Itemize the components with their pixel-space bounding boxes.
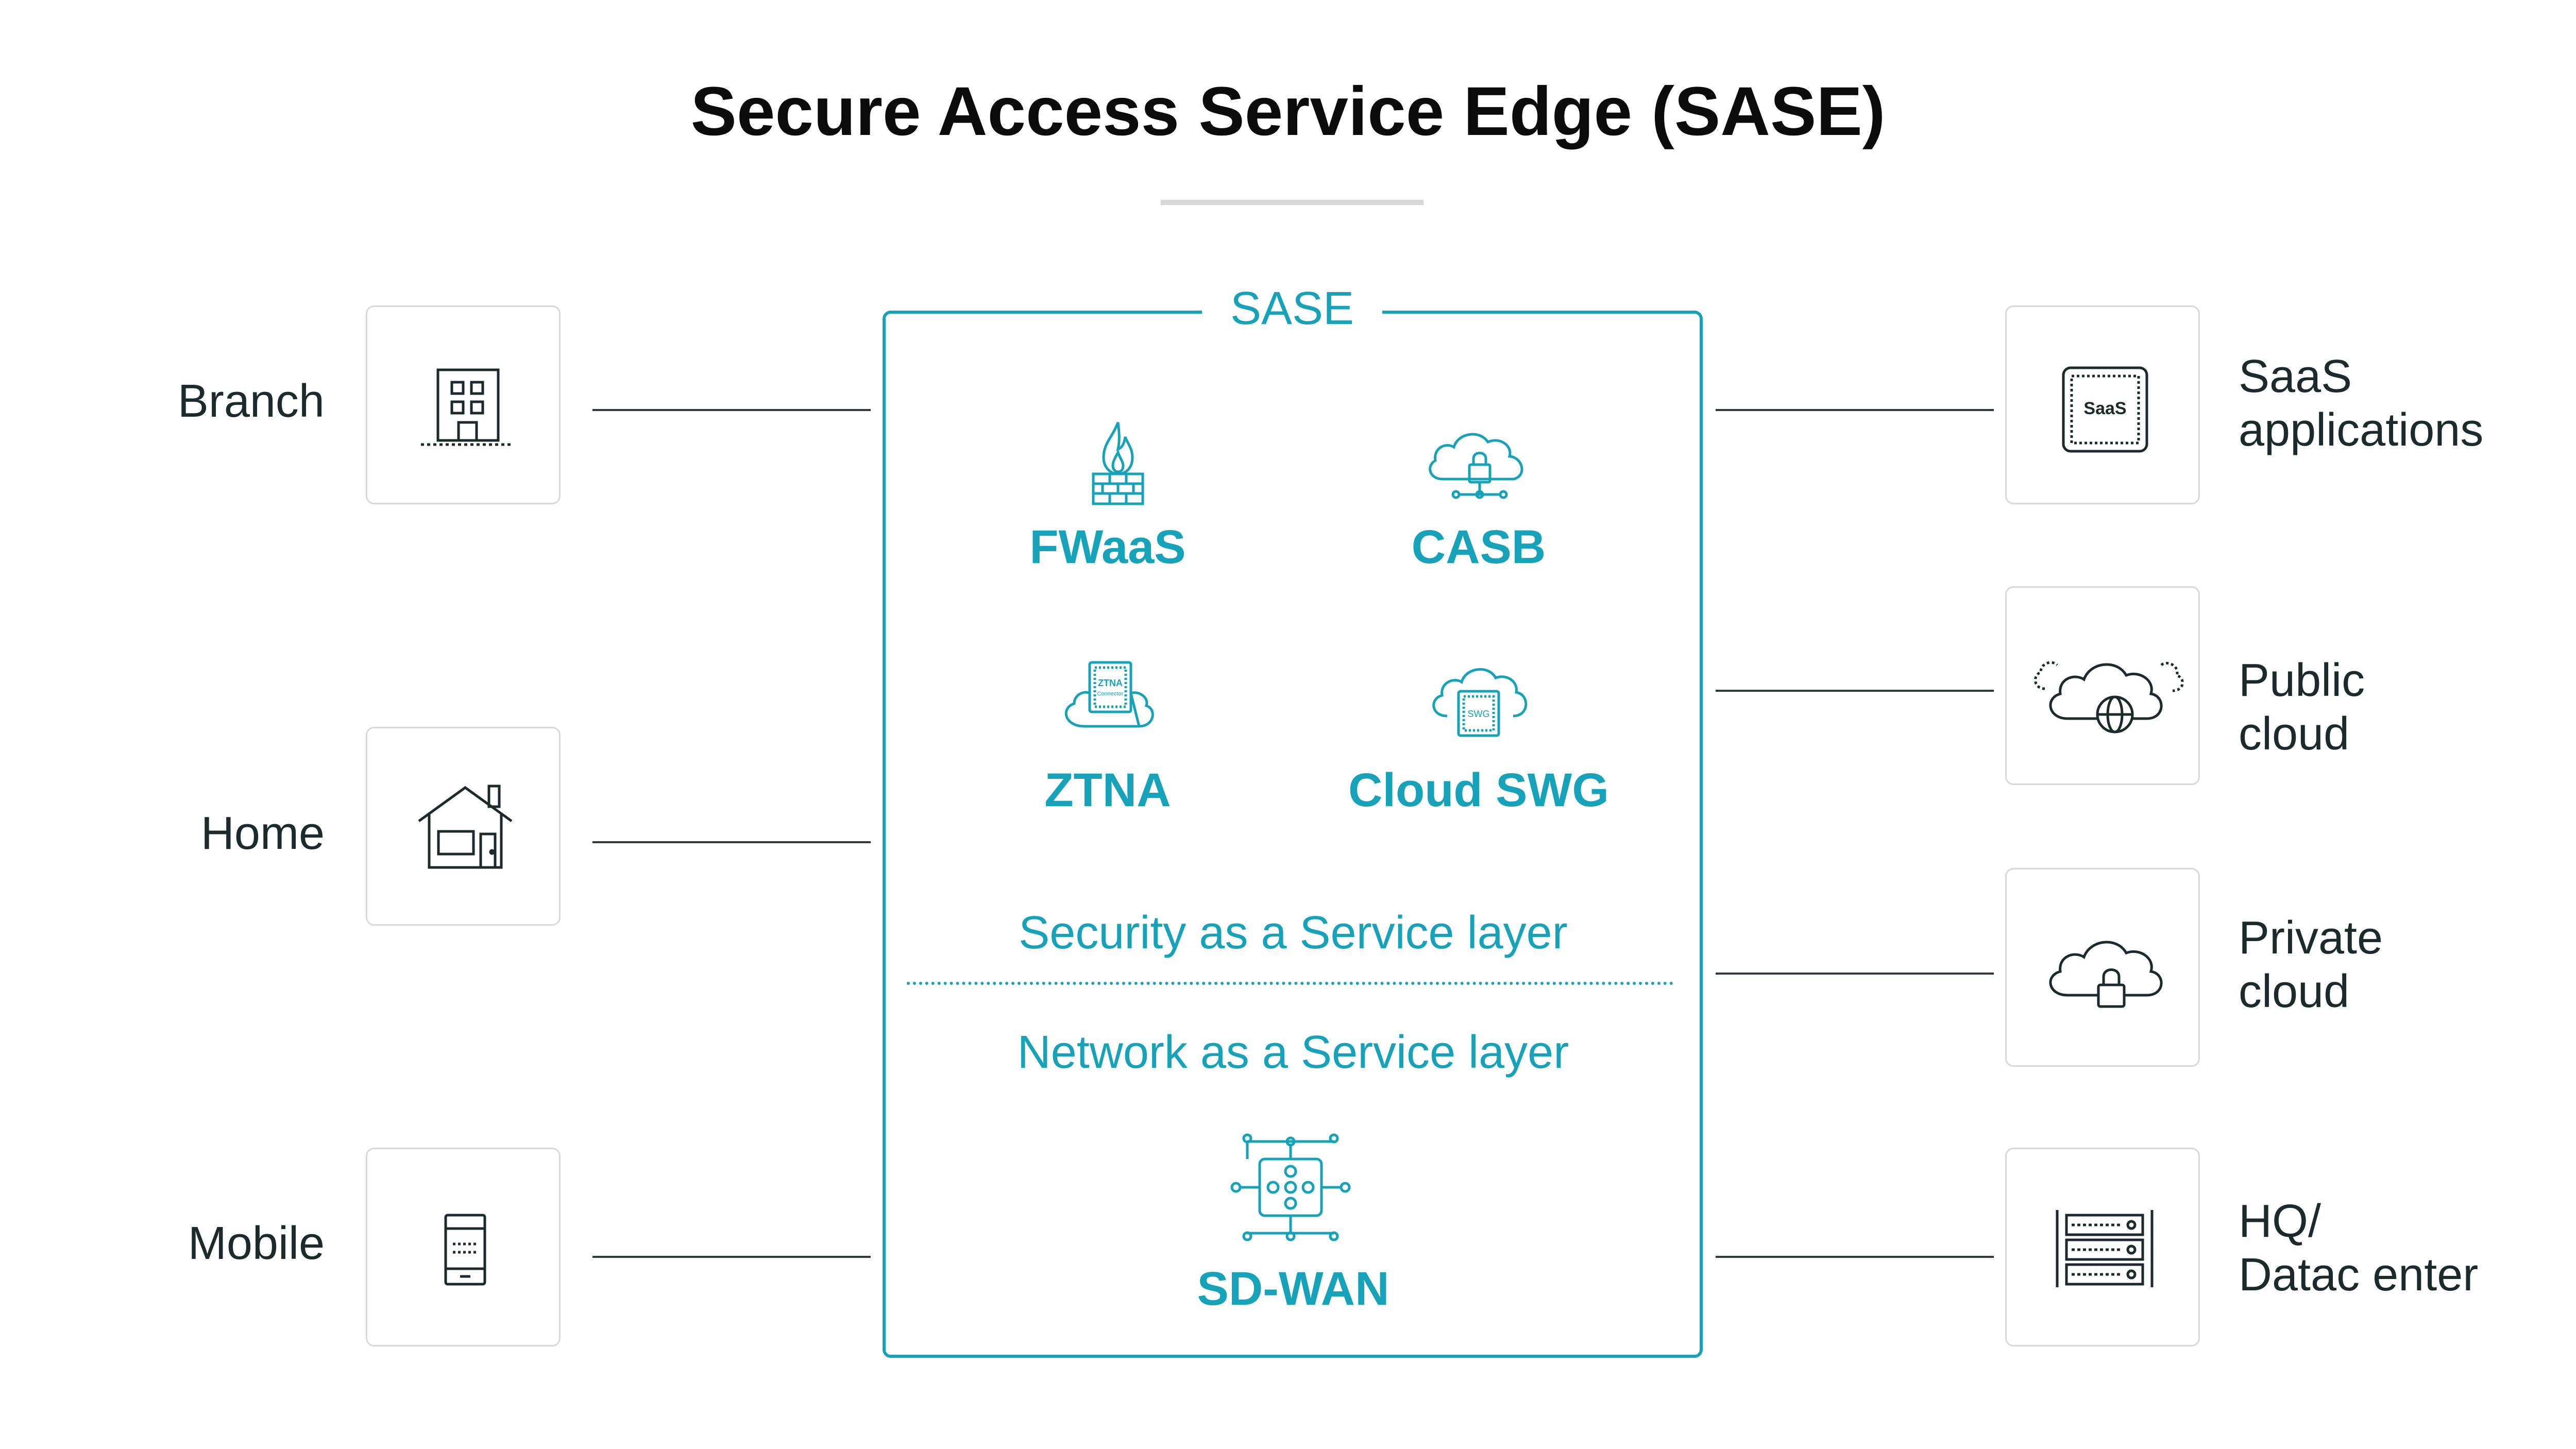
title-divider [1161, 200, 1423, 205]
destination-tile-private-cloud [2005, 868, 2200, 1067]
layer-divider [907, 982, 1673, 985]
source-label-home: Home [200, 808, 325, 859]
house-icon [418, 785, 513, 869]
cloud-lock-network-icon [1429, 433, 1523, 499]
ztna-icon-text: ZTNA [1098, 678, 1123, 688]
destination-tile-public-cloud [2005, 586, 2200, 785]
private-cloud-lock-icon [2049, 941, 2163, 1008]
office-building-icon [421, 368, 513, 446]
connector-line [592, 1256, 871, 1258]
saas-app-icon: SaaS [2062, 366, 2148, 453]
network-layer-label: Network as a Service layer [1017, 1027, 1569, 1078]
firewall-flame-icon [1092, 422, 1144, 505]
connector-line [1716, 973, 1994, 975]
source-tile-mobile [366, 1148, 561, 1346]
connector-line [1716, 1256, 1994, 1258]
mobile-phone-icon [444, 1214, 486, 1286]
ztna-connector-cloud-icon: ZTNA Connector [1064, 661, 1154, 728]
destination-label-private-cloud: Private cloud [2239, 912, 2383, 1017]
sase-label: SASE [1202, 282, 1382, 335]
connector-line [1716, 409, 1994, 411]
service-label-ztna: ZTNA [1044, 764, 1171, 816]
swg-icon-text: SWG [1468, 709, 1490, 719]
source-label-mobile: Mobile [188, 1218, 325, 1269]
connector-line [1716, 690, 1994, 692]
public-cloud-globe-icon [2034, 661, 2184, 734]
ztna-icon-subtext: Connector [1097, 691, 1124, 697]
destination-label-saas: SaaS applications [2239, 351, 2484, 456]
cloud-swg-icon: SWG [1432, 668, 1528, 737]
service-label-fwaas: FWaaS [1029, 521, 1186, 573]
sd-wan-network-icon [1230, 1133, 1351, 1241]
diagram-title: Secure Access Service Edge (SASE) [690, 73, 1886, 150]
service-label-casb: CASB [1411, 521, 1546, 573]
server-rack-icon [2056, 1210, 2154, 1287]
connector-line [592, 841, 871, 843]
destination-label-public-cloud: Public cloud [2239, 655, 2365, 760]
destination-tile-saas: SaaS [2005, 305, 2200, 504]
saas-icon-text: SaaS [2083, 399, 2126, 418]
sdwan-label: SD-WAN [1197, 1263, 1389, 1315]
security-layer-label: Security as a Service layer [1019, 907, 1568, 959]
source-label-branch: Branch [177, 376, 325, 427]
source-tile-branch [366, 305, 561, 504]
destination-tile-datacenter [2005, 1148, 2200, 1346]
service-label-cloud-swg: Cloud SWG [1348, 764, 1609, 816]
connector-line [592, 409, 871, 411]
source-tile-home [366, 727, 561, 926]
destination-label-datacenter: HQ/ Datac enter [2239, 1196, 2479, 1301]
